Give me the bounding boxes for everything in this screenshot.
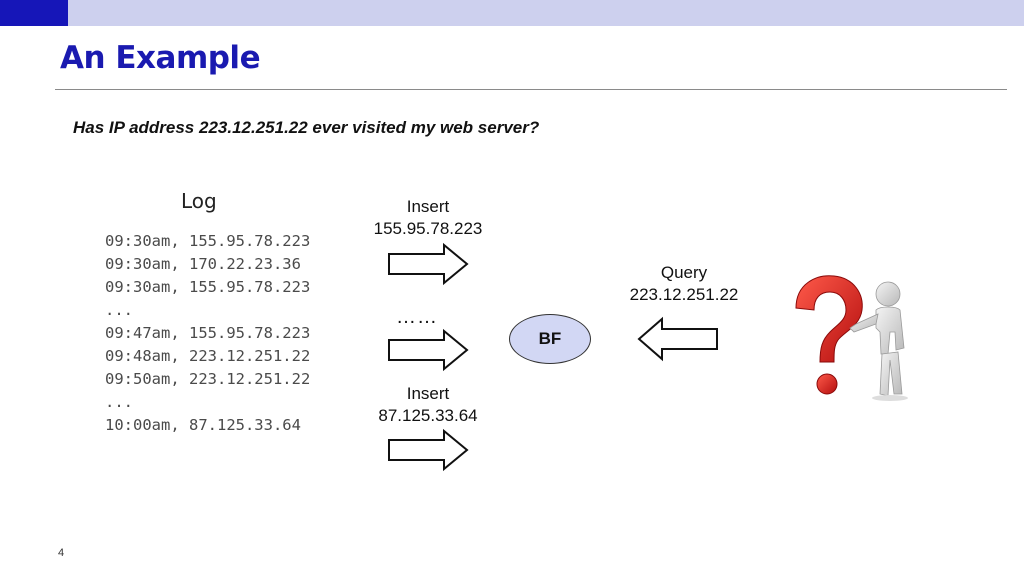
arrow-right-middle	[388, 328, 469, 372]
log-line: 09:47am, 155.95.78.223	[105, 324, 311, 342]
ellipsis: ……	[396, 306, 438, 328]
query-label: Query 223.12.251.22	[614, 262, 754, 306]
log-line: 09:30am, 170.22.23.36	[105, 255, 301, 273]
log-title: Log	[181, 189, 217, 213]
insert-bottom-caption: Insert	[406, 384, 450, 403]
arrow-left-query	[637, 316, 718, 362]
bloom-filter-node: BF	[509, 314, 591, 364]
title-divider	[55, 89, 1007, 90]
log-line: 09:50am, 223.12.251.22	[105, 370, 311, 388]
log-line: ...	[105, 301, 133, 319]
question-text: Has IP address 223.12.251.22 ever visite…	[73, 118, 540, 137]
insert-top-label: Insert 155.95.78.223	[358, 196, 498, 240]
query-caption: Query	[660, 263, 708, 282]
top-accent-block	[0, 0, 68, 26]
log-line: 09:48am, 223.12.251.22	[105, 347, 311, 365]
query-ip: 223.12.251.22	[629, 285, 739, 304]
log-line: 09:30am, 155.95.78.223	[105, 278, 311, 296]
insert-bottom-ip: 87.125.33.64	[378, 406, 478, 425]
slide-title: An Example	[60, 40, 261, 76]
top-bar	[0, 0, 1024, 26]
page-number: 4	[58, 547, 65, 559]
arrow-right-top	[388, 242, 469, 286]
log-line: 10:00am, 87.125.33.64	[105, 416, 301, 434]
log-lines: 09:30am, 155.95.78.223 09:30am, 170.22.2…	[105, 230, 310, 437]
insert-top-caption: Insert	[406, 197, 450, 216]
bloom-filter-label: BF	[538, 329, 562, 348]
log-line: ...	[105, 393, 133, 411]
insert-bottom-label: Insert 87.125.33.64	[358, 383, 498, 427]
person-with-question-mark-icon	[778, 270, 924, 406]
log-line: 09:30am, 155.95.78.223	[105, 232, 311, 250]
arrow-right-bottom	[388, 428, 469, 472]
insert-top-ip: 155.95.78.223	[373, 219, 483, 238]
